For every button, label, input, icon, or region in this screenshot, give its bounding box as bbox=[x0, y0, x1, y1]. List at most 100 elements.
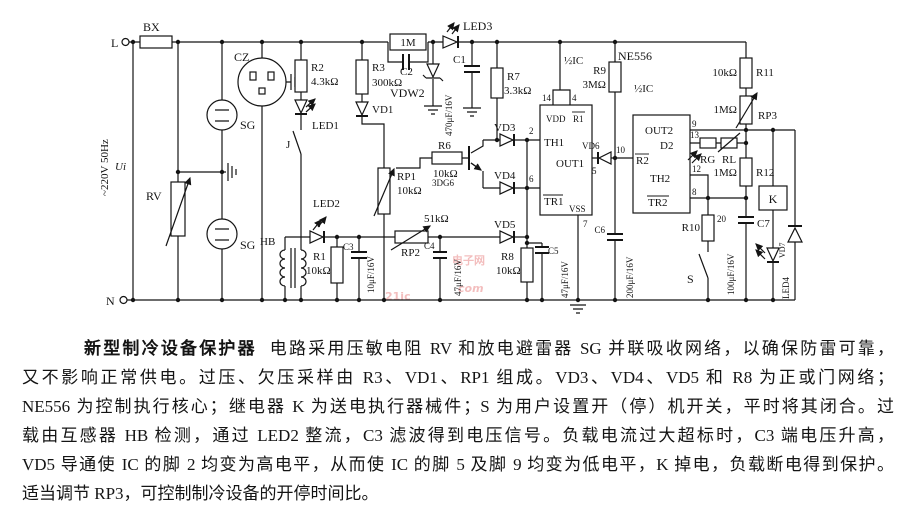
caption-line-3: NE556 为控制执行核心；继电器 K 为送电执行器械件；S 为用户设置开（停）… bbox=[22, 397, 894, 416]
r7-label: R7 bbox=[507, 71, 520, 83]
r11-label: R11 bbox=[756, 67, 774, 79]
r3-label: R3 bbox=[372, 62, 385, 74]
caption-line-4: 载由互感器 HB 检测，通过 LED2 整流，C3 滤波得到电压信号。负载电流过… bbox=[22, 426, 894, 445]
terminal-n-label: N bbox=[106, 294, 115, 308]
rp3-value: 1MΩ bbox=[714, 104, 737, 116]
c4-label: C4 bbox=[424, 241, 435, 251]
sg1-label: SG bbox=[240, 118, 256, 132]
c3-value: 10μF/16V bbox=[366, 256, 376, 293]
rp2-value: 51kΩ bbox=[424, 213, 449, 225]
pin13-label: 13 bbox=[690, 130, 700, 140]
vd5-label: VD5 bbox=[494, 219, 516, 231]
r9-label: R9 bbox=[593, 65, 606, 77]
caption-line-2: 又不影响正常供电。过压、欠压采样由 R3、VD1、RP1 组成。VD3、VD4、… bbox=[22, 368, 894, 387]
pin5-label: 5 bbox=[592, 166, 597, 176]
resistor-rl bbox=[717, 132, 741, 153]
rp3-label: RP3 bbox=[758, 110, 777, 122]
led2-label: LED2 bbox=[313, 198, 340, 210]
r12-value: 1MΩ bbox=[714, 167, 737, 179]
hb-label: HB bbox=[260, 236, 275, 248]
resistor-1m-c2 bbox=[389, 33, 427, 70]
ic2-th2-label: TH2 bbox=[650, 173, 670, 185]
terminal-l-label: L bbox=[111, 36, 118, 50]
pin10-label: 10 bbox=[616, 145, 626, 155]
relay-k bbox=[758, 185, 788, 211]
capacitor-c1 bbox=[463, 65, 481, 117]
socket-cz-label: CZ bbox=[234, 50, 249, 64]
ic2-out2-label: OUT2 bbox=[645, 125, 673, 137]
ui-label: Ui bbox=[115, 161, 126, 173]
ground-icon bbox=[570, 304, 586, 314]
s-label: S bbox=[687, 272, 694, 286]
caption-text: 新型制冷设备保护器 电路采用压敏电阻 RV 和放电避雷器 SG 并联吸收网络，以… bbox=[22, 334, 894, 508]
pin6-label: 6 bbox=[529, 174, 534, 184]
caption-line-6: 适当调节 RP3，可控制制冷设备的开停时间比。 bbox=[22, 484, 379, 503]
rp1-label: RP1 bbox=[397, 171, 416, 183]
c1-value: 470μF/16V bbox=[444, 94, 454, 136]
ic1-vss-label: VSS bbox=[569, 204, 586, 214]
ic1-out1-label: OUT1 bbox=[556, 158, 584, 170]
wires bbox=[127, 41, 796, 301]
vd1-label: VD1 bbox=[372, 104, 393, 116]
resistor-r9 bbox=[608, 61, 622, 93]
led2-diode bbox=[309, 216, 327, 244]
c6-value: 200μF/16V bbox=[625, 256, 635, 298]
fuse-bx bbox=[139, 35, 173, 49]
led3-label: LED3 bbox=[463, 19, 492, 33]
pin-overlines bbox=[543, 111, 669, 197]
ic1-th1-label: TH1 bbox=[544, 137, 564, 149]
led1-label: LED1 bbox=[312, 120, 339, 132]
pin4-label: 4 bbox=[572, 93, 577, 103]
c6-label: C6 bbox=[594, 225, 605, 235]
ic1-ne556-half bbox=[539, 104, 593, 216]
resistor-r7 bbox=[490, 67, 504, 99]
capacitor-c4 bbox=[433, 251, 447, 259]
transformer-hb bbox=[279, 248, 307, 288]
capacitor-c5 bbox=[535, 246, 549, 254]
caption-title: 新型制冷设备保护器 bbox=[84, 339, 257, 358]
pin9-label: 9 bbox=[692, 119, 697, 129]
terminal-l bbox=[121, 37, 130, 47]
transistor-3dg6 bbox=[468, 146, 482, 171]
vd6-label: VD6 bbox=[582, 141, 600, 151]
pin7-label: 7 bbox=[583, 219, 588, 229]
earth-icon bbox=[227, 163, 237, 181]
r1-value: 10kΩ bbox=[306, 265, 331, 277]
fuse-bx-label: BX bbox=[143, 20, 160, 34]
relay-k-label: K bbox=[769, 192, 778, 206]
led4-diode bbox=[755, 243, 780, 263]
c5-label: C5 bbox=[548, 246, 559, 256]
varistor-rv-label: RV bbox=[146, 189, 162, 203]
r10-label: R10 bbox=[682, 222, 701, 234]
diode-vd3 bbox=[499, 133, 515, 147]
capacitor-c6 bbox=[607, 233, 623, 241]
led3-diode bbox=[442, 22, 460, 49]
rg-label: RG bbox=[700, 154, 715, 166]
c3-label: C3 bbox=[343, 242, 354, 252]
r9-value: 3MΩ bbox=[583, 79, 606, 91]
q1-label: 3DG6 bbox=[432, 178, 454, 188]
resistor-r1 bbox=[330, 246, 344, 284]
discharge-tube-sg2 bbox=[206, 218, 238, 250]
c7-label: C7 bbox=[757, 218, 770, 230]
sg2-label: SG bbox=[240, 238, 256, 252]
caption-line-1-text: 电路采用压敏电阻 RV 和放电避雷器 SG 并联吸收网络，以确保防雷可靠， bbox=[269, 339, 895, 358]
r6-value: 10kΩ bbox=[433, 168, 458, 180]
diode-vd5 bbox=[499, 230, 515, 244]
rp1-value: 10kΩ bbox=[397, 185, 422, 197]
capacitor-c3 bbox=[351, 251, 367, 259]
c5-value: 47μF/16V bbox=[560, 261, 570, 298]
resistor-r8 bbox=[520, 247, 534, 283]
circuit-schematic: 21ic 电子网 com bbox=[99, 19, 803, 314]
c1-label: C1 bbox=[453, 54, 466, 66]
c4-value: 47μF/16V bbox=[453, 259, 463, 296]
zener-vdw2 bbox=[422, 63, 444, 115]
r8-label: R8 bbox=[501, 251, 514, 263]
junction-dots bbox=[130, 39, 776, 303]
r2-label: R2 bbox=[311, 62, 324, 74]
j-label: J bbox=[286, 139, 291, 151]
resistor-r11 bbox=[739, 57, 753, 89]
socket-cz bbox=[237, 57, 300, 107]
watermark-com: com bbox=[458, 282, 484, 295]
